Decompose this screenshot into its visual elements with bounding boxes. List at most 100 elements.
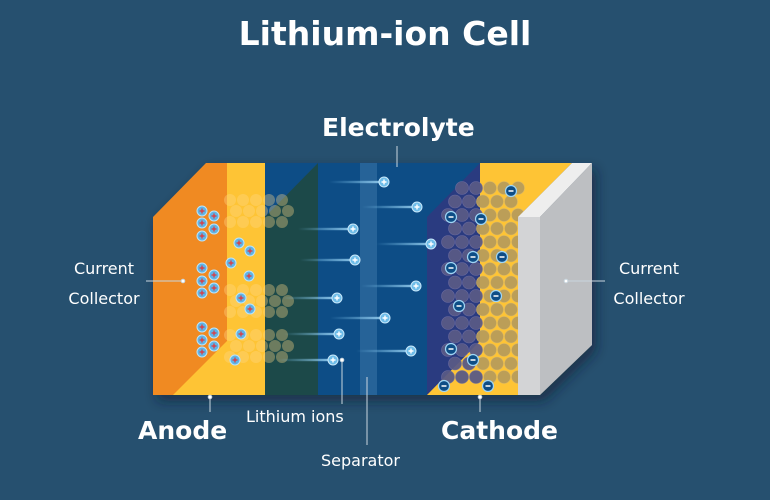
lithium-ions [278, 176, 437, 366]
plus-sign [236, 240, 242, 246]
anode-bottom-bevel [173, 341, 227, 395]
cathode-particle [448, 194, 462, 209]
cathode-particle [448, 248, 462, 263]
cathode-particle [497, 343, 511, 357]
graphite-cell [276, 329, 288, 341]
graphite-cell [276, 216, 288, 228]
graphite-cell [250, 284, 262, 296]
graphite-cell [230, 205, 242, 217]
plus-sign [247, 306, 253, 312]
plus-sign [199, 278, 205, 284]
ion-motion-trail [329, 180, 384, 184]
ion-motion-trail [282, 296, 337, 300]
separator-label: Separator [321, 451, 400, 470]
plus-sign [334, 295, 340, 301]
cathode-particle [504, 356, 518, 371]
cathode-particle [448, 329, 462, 344]
left-current-collector-label: Current Collector [62, 254, 146, 314]
cathode-particle [483, 316, 497, 330]
cathode-particle [462, 221, 476, 236]
separator [360, 163, 377, 395]
anode-label: Anode [138, 416, 228, 445]
cathode-particle [455, 208, 469, 222]
cathode-particle [490, 194, 504, 209]
plus-sign [330, 357, 336, 363]
diagram-title: Lithium-ion Cell [238, 14, 532, 53]
plus-sign [350, 226, 356, 232]
ion-motion-trail [356, 349, 411, 353]
plus-sign [199, 337, 205, 343]
cathode-particle [504, 221, 518, 236]
plus-sign [211, 285, 217, 291]
label-line: Collector [68, 289, 140, 308]
plus-sign [211, 272, 217, 278]
cathode-particle [504, 275, 518, 290]
plus-sign [211, 213, 217, 219]
cathode-particle [476, 329, 490, 344]
plus-sign [246, 273, 252, 279]
plus-sign [238, 331, 244, 337]
ion-motion-trail [300, 258, 355, 262]
anode-current-collector [153, 163, 227, 395]
cathode-particle [441, 289, 455, 303]
plus-sign [199, 208, 205, 214]
graphite-cell [230, 340, 242, 352]
cathode-particle [483, 235, 497, 249]
cathode-particle [483, 181, 497, 195]
graphite-cell [250, 194, 262, 206]
anode-graphite [196, 194, 294, 366]
cathode-particle [490, 356, 504, 371]
cathode-particle [497, 316, 511, 330]
ion-motion-trail [284, 332, 339, 336]
cathode-particles [437, 181, 525, 393]
cathode-particle [497, 262, 511, 276]
graphite-cell [276, 284, 288, 296]
plus-sign [352, 257, 358, 263]
plus-sign [247, 248, 253, 254]
lithium-ions-label: Lithium ions [246, 407, 344, 426]
cathode-particle [462, 329, 476, 344]
graphite-cell [224, 216, 236, 228]
plus-sign [238, 295, 244, 301]
plus-sign [232, 357, 238, 363]
plus-sign [336, 331, 342, 337]
cathode-particle [504, 302, 518, 317]
graphite-cell [263, 216, 275, 228]
cathode-particle [483, 343, 497, 357]
plus-sign [199, 349, 205, 355]
cathode-particle [448, 356, 462, 371]
cathode-particle [469, 316, 483, 330]
plus-sign [199, 265, 205, 271]
graphite-cell [256, 205, 268, 217]
cathode-particle [448, 275, 462, 290]
ion-motion-trail [376, 242, 431, 246]
cathode-particle [455, 370, 469, 384]
label-line: Current [73, 259, 135, 278]
cathode-particle [490, 221, 504, 236]
ion-motion-trail [298, 227, 353, 231]
cathode-particle [483, 262, 497, 276]
graphite-cell [256, 295, 268, 307]
plus-sign [428, 241, 434, 247]
graphite-cell [276, 194, 288, 206]
graphite-cell [282, 205, 294, 217]
right-current-collector-label: Current Collector [604, 254, 694, 314]
cathode-particle [441, 235, 455, 249]
plus-sign [199, 220, 205, 226]
anode-layer [227, 163, 318, 395]
cathode-particle [462, 194, 476, 209]
electrolyte-label: Electrolyte [322, 113, 475, 142]
graphite-cell [269, 340, 281, 352]
graphite-cell [263, 306, 275, 318]
label-line: Collector [613, 289, 685, 308]
graphite-cell [250, 329, 262, 341]
graphite-cell [263, 329, 275, 341]
plus-sign [413, 283, 419, 289]
plus-sign [408, 348, 414, 354]
cathode-particle [497, 235, 511, 249]
cathode-particle [497, 208, 511, 222]
graphite-cell [237, 216, 249, 228]
graphite-cell [224, 306, 236, 318]
plus-sign [414, 204, 420, 210]
